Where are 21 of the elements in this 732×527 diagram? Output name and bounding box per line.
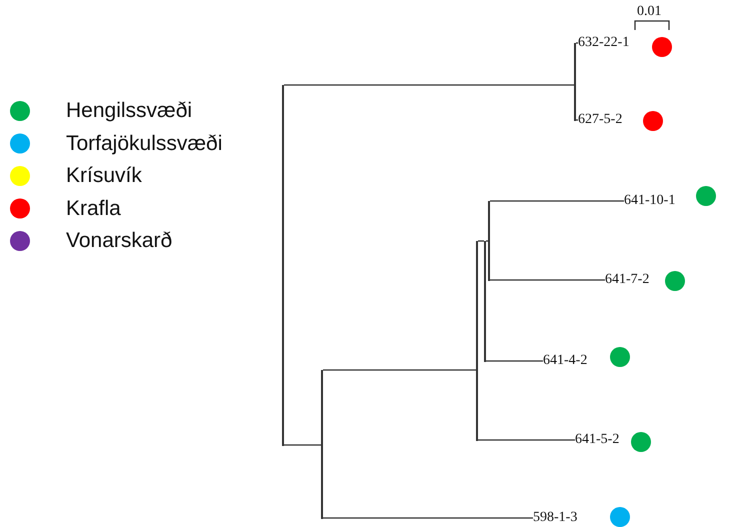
scale-label: 0.01 — [637, 4, 662, 20]
legend-label: Vonarskarð — [66, 229, 172, 253]
tree-branch — [323, 369, 476, 371]
sample-label: 627-5-2 — [578, 112, 622, 128]
tree-branch — [478, 439, 575, 441]
sample-label: 641-10-1 — [624, 193, 676, 209]
legend-label: Hengilssvæði — [66, 99, 192, 123]
sample-label: 641-4-2 — [543, 353, 588, 369]
tree-branch — [490, 279, 605, 281]
legend-label: Krísuvík — [66, 164, 142, 188]
tree-branch — [284, 84, 574, 86]
legend-label: Torfajökulssvæði — [66, 132, 222, 156]
tree-branch — [284, 444, 321, 446]
legend-label: Krafla — [66, 196, 121, 220]
tree-branch — [323, 517, 533, 519]
sample-label: 641-5-2 — [575, 432, 620, 448]
sample-label: 641-7-2 — [605, 272, 650, 288]
tree-branch — [486, 360, 543, 362]
sample-label: 598-1-3 — [533, 510, 578, 526]
tree-branch — [490, 200, 624, 202]
sample-label: 632-22-1 — [578, 35, 630, 51]
